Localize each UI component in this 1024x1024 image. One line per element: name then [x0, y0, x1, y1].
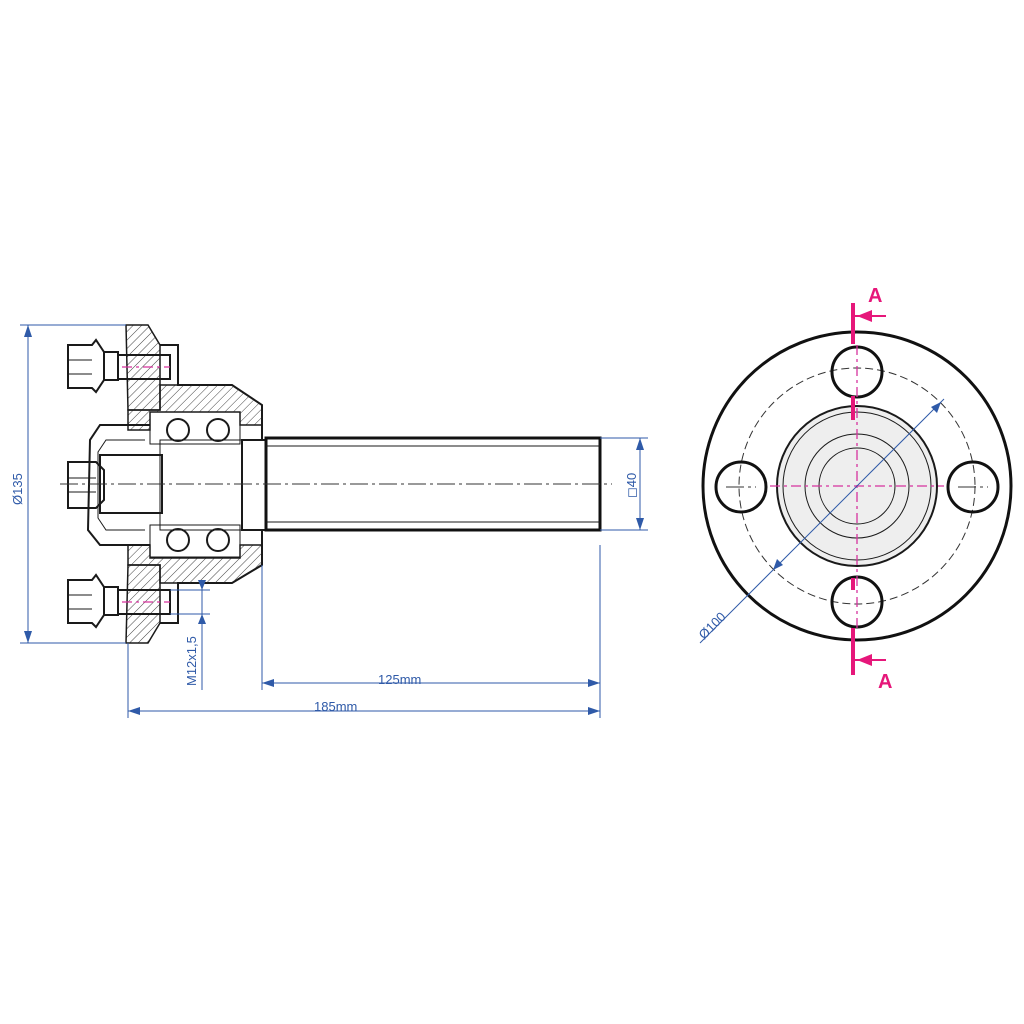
bolt-hole-right	[946, 460, 1000, 514]
bearing-ball	[206, 528, 230, 552]
flange-outer-circle	[701, 330, 1013, 642]
spindle-inner	[159, 439, 243, 531]
hub-flange-section-lower	[125, 564, 161, 644]
shaft-length-label: 125mm	[378, 672, 421, 687]
shaft-square-label: ◻40	[624, 473, 639, 498]
bolt-circle-label: Ø100	[696, 609, 729, 642]
bearing-outer-bottom	[149, 524, 241, 558]
shaft-collar	[241, 439, 267, 531]
bearing-outer-top	[149, 411, 241, 445]
dim-stud-thread	[170, 580, 210, 690]
dim-flange-diameter	[20, 324, 126, 644]
dim-bolt-circle	[699, 398, 945, 644]
wheel-stud-middle	[67, 461, 105, 509]
stud-thread-label: M12x1,5	[184, 636, 199, 686]
dim-shaft-length	[261, 545, 601, 718]
hub-cap	[86, 424, 150, 546]
bearing-ball	[166, 418, 190, 442]
side-view: Ø135 ◻40 M12x1,5 125mm	[10, 324, 648, 718]
section-line-a	[851, 303, 886, 675]
dim-overall-length	[127, 643, 600, 718]
front-view: Ø100 A A	[696, 285, 1013, 693]
bearing-ball	[206, 418, 230, 442]
overall-length-label: 185mm	[314, 699, 357, 714]
flange-diameter-label: Ø135	[10, 473, 25, 505]
dim-shaft-square	[600, 437, 648, 531]
bolt-hole-left	[714, 460, 768, 514]
hub-body-section-top	[127, 384, 263, 431]
section-label-bottom: A	[878, 671, 892, 693]
section-label-top: A	[868, 285, 882, 307]
bearing-ball	[166, 528, 190, 552]
hub-cap-inner	[97, 439, 145, 531]
